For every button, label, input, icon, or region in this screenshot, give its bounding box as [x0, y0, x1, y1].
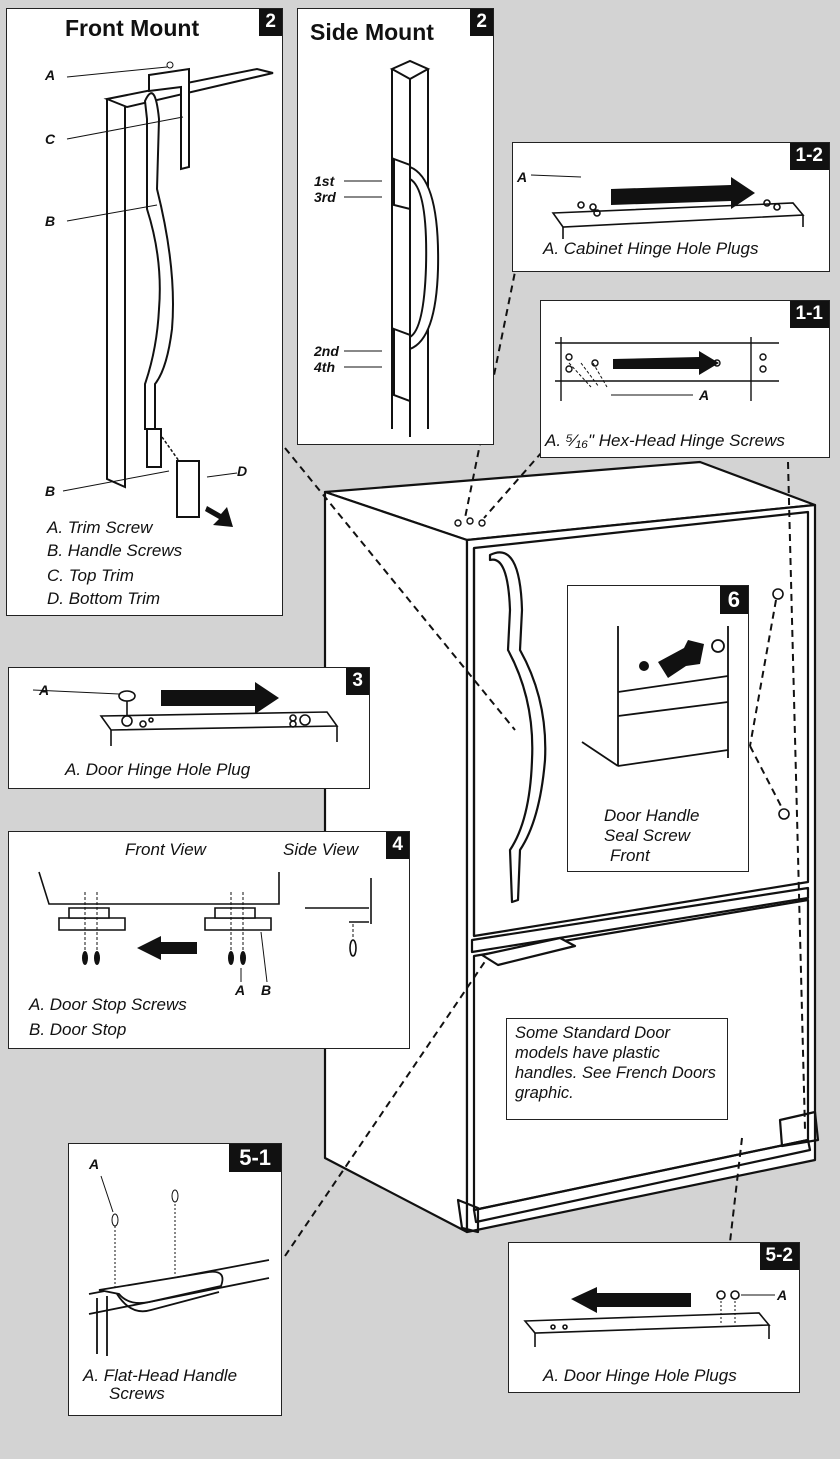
caption: A. Door Hinge Hole Plug [65, 760, 251, 779]
label-a: A [39, 682, 50, 698]
front-view-label: Front View [125, 840, 206, 859]
front-mount-panel: Front Mount 2 A C B B D A. Trim Screw B.… [6, 8, 283, 616]
label-2nd: 2nd [314, 343, 339, 359]
label-a: A [89, 1156, 100, 1172]
caption-line2: Screws [109, 1384, 165, 1403]
caption-line: Seal Screw [604, 826, 690, 845]
door-stop-illustration [38, 871, 372, 983]
label-d: D [237, 463, 248, 479]
step-5-1-panel: 5-1 A A. Flat-Head Handle Screws [68, 1143, 282, 1416]
legend-item: C. Top Trim [47, 566, 134, 585]
cabinet-top-illustration [530, 174, 805, 239]
side-mount-illustration [344, 59, 440, 437]
label-a: A [517, 169, 528, 185]
door-hinge-plug-illustration [32, 682, 339, 746]
step-badge: 6 [719, 586, 748, 614]
label-b-bottom: B [45, 483, 56, 499]
label-a: A [777, 1287, 788, 1303]
caption-line1: A. Flat-Head Handle [83, 1366, 238, 1385]
caption: A. Cabinet Hinge Hole Plugs [543, 239, 759, 258]
step-badge: 1-2 [789, 143, 829, 170]
step-badge: 2 [259, 9, 282, 36]
step-1-2-panel: 1-2 A A. Cabinet Hinge Hole Plugs [512, 142, 830, 272]
step-badge: 1-1 [789, 301, 829, 328]
label-a: A [45, 67, 56, 83]
door-hinge-plugs-illustration [523, 1287, 775, 1347]
panel-title: Front Mount [65, 15, 200, 41]
step-badge: 5-2 [759, 1243, 799, 1270]
legend-item: B. Handle Screws [47, 541, 183, 560]
seal-screw-illustration [581, 626, 729, 767]
step-3-panel: 3 A A. Door Hinge Hole Plug [8, 667, 370, 789]
caption-line: Front [610, 846, 650, 865]
label-4th: 4th [314, 359, 335, 375]
legend-item: A. Door Stop Screws [29, 995, 187, 1014]
label-3rd: 3rd [314, 189, 336, 205]
label-c: C [45, 131, 56, 147]
step-1-1-panel: 1-1 A A. ⁵⁄₁₆" Hex-Head Hinge Screws [540, 300, 830, 458]
legend-item: A. Trim Screw [47, 518, 153, 537]
step-6-panel: 6 Door Handle Seal Screw Front [567, 585, 749, 872]
caption: A. ⁵⁄₁₆" Hex-Head Hinge Screws [545, 431, 785, 450]
front-mount-illustration [62, 61, 274, 527]
hinge-screws-illustration [555, 337, 779, 401]
side-mount-panel: Side Mount 2 1st 3rd 2nd 4th [297, 8, 494, 445]
step-5-2-panel: 5-2 A A. Door Hinge Hole Plugs [508, 1242, 800, 1393]
fridge-note: Some Standard Door models have plastic h… [506, 1018, 728, 1120]
panel-title: Side Mount [310, 19, 434, 45]
flat-head-screws-illustration [88, 1175, 270, 1356]
caption-line: Door Handle [604, 806, 700, 825]
side-view-label: Side View [283, 840, 359, 859]
legend-item: D. Bottom Trim [47, 589, 161, 608]
caption: A. Door Hinge Hole Plugs [543, 1366, 737, 1385]
step-badge: 3 [346, 668, 369, 695]
step-badge: 5-1 [229, 1144, 281, 1172]
label-1st: 1st [314, 173, 335, 189]
step-4-panel: 4 Front View Side View A B A. Door Stop … [8, 831, 410, 1049]
label-a: A [699, 387, 710, 403]
legend-item: B. Door Stop [29, 1020, 127, 1039]
label-b-top: B [45, 213, 56, 229]
label-a: A [235, 982, 246, 998]
step-badge: 4 [386, 832, 409, 859]
step-badge: 2 [470, 9, 493, 36]
label-b: B [261, 982, 272, 998]
